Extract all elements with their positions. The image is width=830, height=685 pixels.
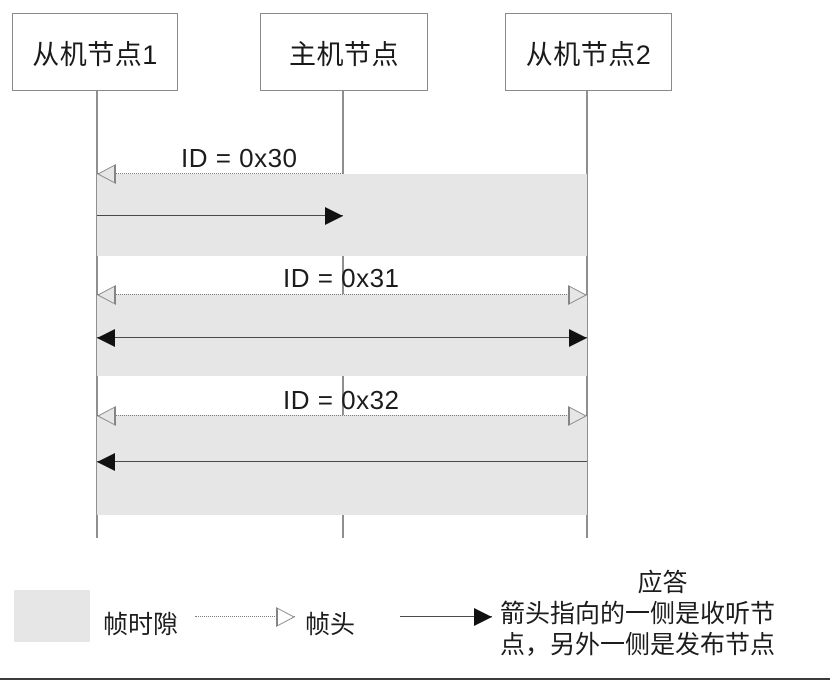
legend-response-line1: 箭头指向的一侧是收听节 xyxy=(500,600,776,628)
frame-header-line-3 xyxy=(97,415,587,416)
bottom-divider xyxy=(0,678,830,680)
legend-frame-slot-label: 帧时隙 xyxy=(103,611,179,639)
frame-slot-band-3 xyxy=(97,415,587,515)
frame-header-arrowhead-left-3 xyxy=(97,406,116,426)
frame-response-line-2 xyxy=(97,337,587,338)
node-label-master: 主机节点 xyxy=(289,39,399,70)
frame-header-arrowhead-right-2 xyxy=(568,285,587,305)
frame-header-arrowhead-right-3 xyxy=(568,406,587,426)
legend-response-arrowhead xyxy=(474,608,492,626)
frame-id-label-2: ID = 0x31 xyxy=(283,263,400,293)
frame-header-arrowhead-left-1 xyxy=(97,164,116,184)
lifeline-slave1 xyxy=(96,91,98,538)
frame-response-arrowhead-right-2 xyxy=(569,329,587,347)
legend-response-title: 应答 xyxy=(637,569,688,597)
frame-response-line-3 xyxy=(97,461,587,462)
legend-frame-header-arrowhead xyxy=(276,607,295,627)
legend: 帧时隙 帧头 应答 箭头指向的一侧是收听节 点，另外一侧是发布节点 xyxy=(0,560,830,680)
frame-id-label-3: ID = 0x32 xyxy=(283,385,400,415)
node-box-slave1: 从机节点1 xyxy=(12,13,178,91)
frame-header-arrowhead-left-2 xyxy=(97,285,116,305)
legend-frame-header-arrow xyxy=(195,607,295,627)
frame-response-arrowhead-left-3 xyxy=(97,453,115,471)
frame-response-arrow-1 xyxy=(97,206,343,226)
legend-frame-header-line xyxy=(195,616,295,617)
node-label-slave2: 从机节点2 xyxy=(525,39,652,70)
frame-response-arrowhead-left-2 xyxy=(97,329,115,347)
frame-id-label-1: ID = 0x30 xyxy=(181,143,298,173)
legend-response-note: 应答 箭头指向的一侧是收听节 点，另外一侧是发布节点 xyxy=(500,568,825,661)
frame-slot-band-2 xyxy=(97,294,587,376)
frame-response-arrowhead-right-1 xyxy=(325,207,343,225)
frame-response-arrow-2 xyxy=(97,328,587,348)
legend-response-arrow xyxy=(400,607,492,627)
legend-response-line2: 点，另外一侧是发布节点 xyxy=(500,631,776,659)
legend-response-line xyxy=(400,616,492,617)
frame-header-line-2 xyxy=(97,294,587,295)
legend-frame-header-label: 帧头 xyxy=(305,611,356,639)
node-label-slave1: 从机节点1 xyxy=(32,39,158,70)
node-box-master: 主机节点 xyxy=(260,13,428,91)
frame-response-line-1 xyxy=(97,215,343,216)
frame-response-arrow-3 xyxy=(97,452,587,472)
frame-header-arrow-1 xyxy=(97,164,343,184)
frame-header-line-1 xyxy=(97,173,343,174)
legend-frame-slot-swatch xyxy=(14,590,90,642)
frame-header-arrow-3 xyxy=(97,406,587,426)
node-box-slave2: 从机节点2 xyxy=(505,13,672,91)
frame-header-arrow-2 xyxy=(97,285,587,305)
